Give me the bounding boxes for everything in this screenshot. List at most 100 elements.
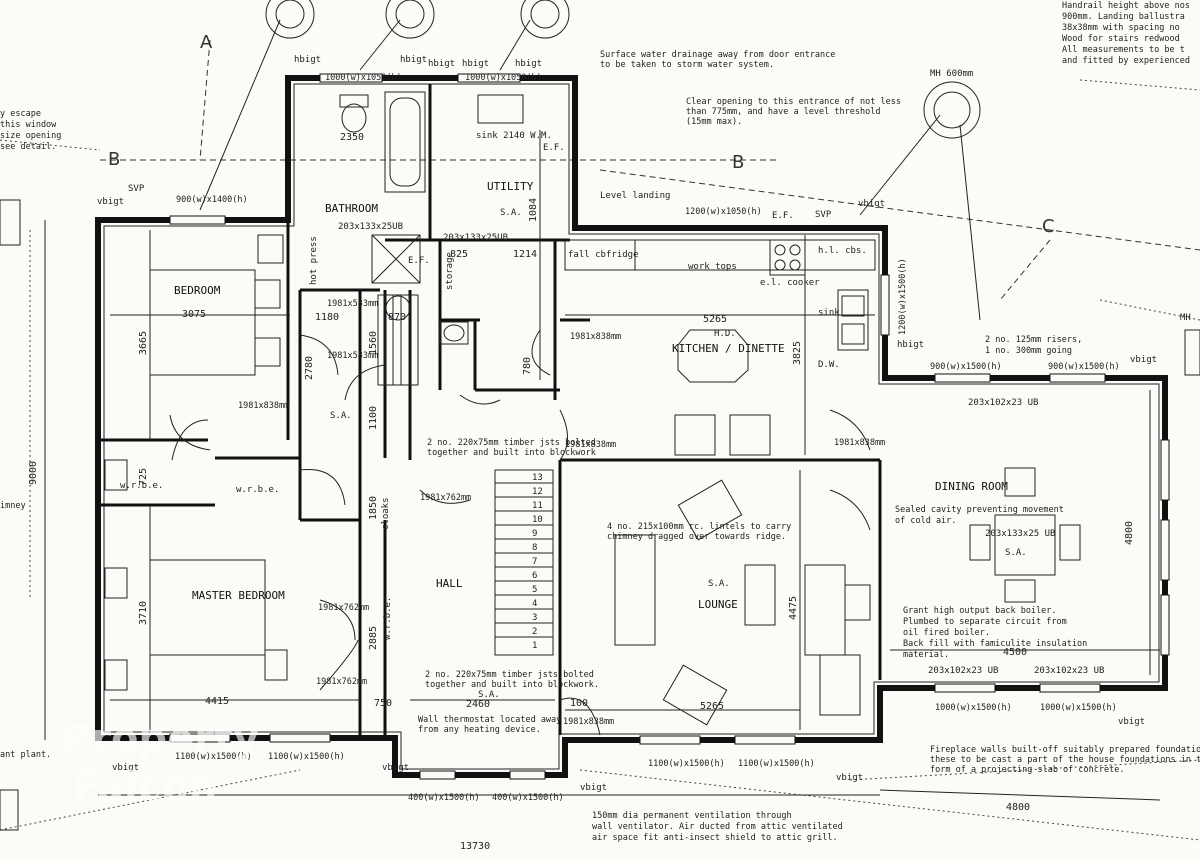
section-mark-b-right: B — [732, 152, 744, 173]
note-text: 900mm. Landing ballustra — [1062, 12, 1185, 22]
label-cloaks: cloaks — [381, 497, 391, 530]
note-text: 1 no. 300mm going — [985, 346, 1072, 356]
door-size: 1981x762mm — [420, 493, 471, 503]
window-size: 1100(w)x1500(h) — [175, 752, 252, 762]
label-ef: E.F. — [543, 143, 565, 153]
dim-780: 780 — [522, 357, 533, 375]
kitchen-sink-icon — [837, 289, 869, 351]
basin-icon — [439, 321, 469, 345]
note-text: Back fill with famiculite insulation — [903, 639, 1087, 649]
fixture-labels: hbigt hbigt hbigt hbigt hbigt hbigt vbig… — [97, 55, 1191, 793]
stair-numbers: 13 12 11 10 9 8 7 6 5 4 3 2 1 — [532, 473, 543, 651]
site-lines — [0, 19, 1200, 841]
label-mh2: MH — [1180, 313, 1191, 323]
note-text: Wood for stairs redwood — [1062, 34, 1180, 44]
shower-icon — [371, 234, 421, 284]
label-wbe3: w.r.b.e. — [383, 597, 393, 640]
note-text: 2 no. 220x75mm timber jsts bolted — [427, 438, 596, 448]
dim-1850: 1850 — [368, 496, 379, 520]
stair-number: 6 — [532, 571, 537, 581]
label-vbigt: vbigt — [1118, 717, 1145, 727]
note-text: Handrail height above nos — [1062, 1, 1190, 11]
label-sa: S.A. — [1005, 548, 1027, 558]
external-walls — [95, 75, 1168, 778]
utility-sink-icon — [477, 94, 524, 124]
lintel-label: 203x133x25UB — [443, 233, 508, 243]
note-text: Grant high output back boiler. — [903, 606, 1057, 616]
label-hot-press: hot press — [309, 236, 319, 285]
note-text: Fireplace walls built-off suitably prepa… — [930, 745, 1200, 755]
window-size: 1200(w)x1500(h) — [898, 258, 908, 335]
window-size: 400(w)x1500(h) — [492, 793, 564, 803]
dim-3075: 3075 — [182, 309, 206, 320]
internal-walls — [98, 84, 882, 740]
label-mh: MH 600mm — [930, 69, 973, 79]
note-text: 4 no. 215x100mm rc. lintels to carry — [607, 522, 791, 532]
label-ef: E.F. — [772, 211, 794, 221]
note-text: Wall thermostat located away — [418, 715, 561, 725]
note-text: see detail. — [0, 142, 56, 152]
note-text: chimney dragged over towards ridge. — [607, 532, 786, 542]
dim-5265b: 5265 — [700, 701, 724, 712]
dim-1084: 1084 — [528, 198, 539, 222]
dim-750: 750 — [374, 698, 392, 709]
sofa-icon — [614, 534, 656, 646]
dim-2350: 2350 — [340, 132, 364, 143]
dim-3665: 3665 — [138, 331, 149, 355]
label-dw: D.W. — [818, 360, 840, 370]
stair-number: 5 — [532, 585, 537, 595]
note-text: wall ventilator. Air ducted from attic v… — [592, 822, 843, 832]
note-text: material. — [903, 650, 949, 660]
dim-4475: 4475 — [788, 596, 799, 620]
kitchen-table-icon — [677, 329, 749, 383]
door-texts: 1981x838mm 1981x838mm 1981x838mm 1981x83… — [238, 299, 885, 727]
room-label-dining: DINING ROOM — [935, 480, 1008, 493]
label-vbigt: vbigt — [112, 763, 139, 773]
dim-13730: 13730 — [460, 841, 490, 852]
label-hbigt: hbigt — [515, 59, 542, 69]
section-mark-b-left: B — [108, 149, 120, 170]
note-text: 2 no. 220x75mm timber jsts bolted — [425, 670, 594, 680]
dim-825: 825 — [450, 249, 468, 260]
windows — [169, 73, 1170, 780]
stair-number: 3 — [532, 613, 537, 623]
label-sa: S.A. — [330, 411, 352, 421]
label-wbe2: w.r.b.e. — [236, 485, 279, 495]
label-svp2: SVP — [815, 210, 832, 220]
label-svp: SVP — [128, 184, 145, 194]
dim-2780: 2780 — [304, 356, 315, 380]
note-text: 38x38mm with spacing no — [1062, 23, 1180, 33]
window-size: 900(w)x1500(h) — [930, 362, 1002, 372]
stair-number: 10 — [532, 515, 543, 525]
lintel-label: 203x102x23 UB — [968, 398, 1038, 408]
bathroom-fittings — [339, 91, 524, 386]
dim-725: 725 — [138, 468, 149, 486]
room-label-hall: HALL — [436, 577, 463, 590]
window-size: 1100(w)x1500(h) — [738, 759, 815, 769]
stair-treads — [495, 482, 553, 638]
label-vbigt: vbigt — [1130, 355, 1157, 365]
manhole-icon — [923, 81, 981, 139]
label-hbigt: hbigt — [400, 55, 427, 65]
label-level-landing: Level landing — [600, 191, 670, 201]
label-storage: storage — [445, 252, 455, 290]
dim-1214: 1214 — [513, 249, 537, 260]
annotation-notes: Handrail height above nos 900mm. Landing… — [0, 1, 1200, 843]
label-sa: S.A. — [500, 208, 522, 218]
label-hd: H.D. — [714, 329, 736, 339]
window-size: 1200(w)x1050(h) — [685, 207, 762, 217]
door-swings — [169, 329, 871, 736]
door-size: 1981x838mm — [563, 717, 614, 727]
stair-number: 12 — [532, 487, 543, 497]
door-size: 1981x838mm — [570, 332, 621, 342]
dim-4500: 4500 — [1003, 647, 1027, 658]
label-fridge: fridge — [606, 250, 639, 260]
stair-number: 8 — [532, 543, 537, 553]
note-text: together and built into blockwork. — [425, 680, 599, 690]
window-size: 900(w)x1400(h) — [176, 195, 248, 205]
label-fall-cb: fall cb — [568, 250, 606, 260]
label-sa: S.A. — [708, 579, 730, 589]
note-text: 150mm dia permanent ventilation through — [592, 811, 792, 821]
stair-number: 11 — [532, 501, 543, 511]
stair-number: 13 — [532, 473, 543, 483]
